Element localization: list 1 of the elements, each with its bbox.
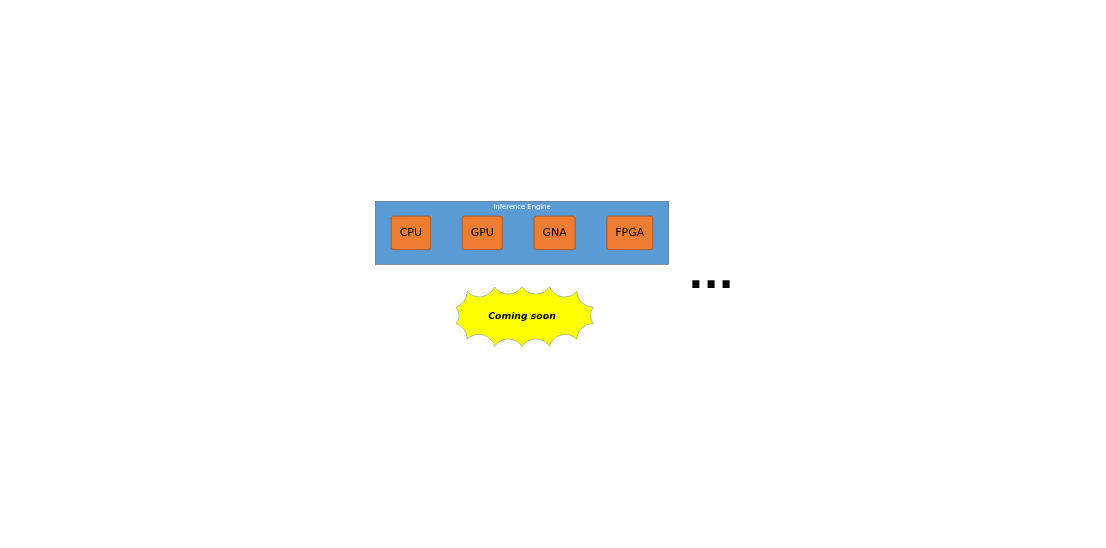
ellipsis-text: ...	[688, 251, 734, 297]
